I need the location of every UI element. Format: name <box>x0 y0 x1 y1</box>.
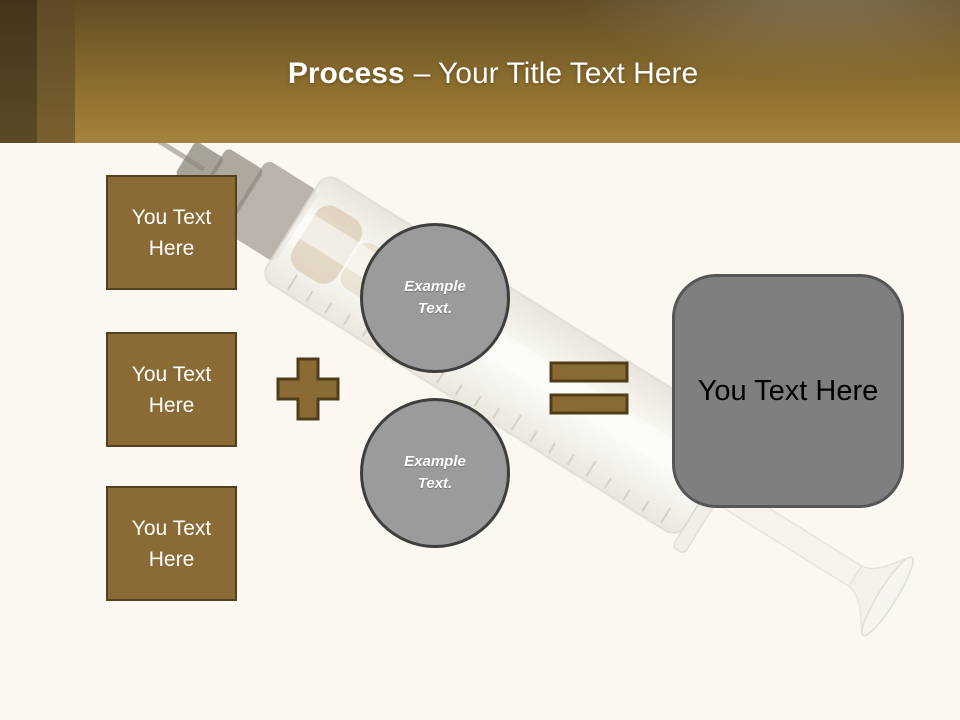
example-circle-2-label: Example Text. <box>404 453 466 492</box>
left-stripe-mid <box>37 0 75 143</box>
input-box-2: You Text Here <box>106 332 237 447</box>
input-box-1: You Text Here <box>106 175 237 290</box>
example-circle-2: Example Text. <box>360 398 510 548</box>
plus-icon <box>276 357 340 421</box>
title-topic: Process <box>287 57 405 90</box>
example-circle-1-label: Example Text. <box>404 278 466 317</box>
title-placeholder: – Your Title Text Here <box>413 57 699 90</box>
equals-icon <box>549 361 629 415</box>
slide-title: Process– Your Title Text Here <box>0 58 960 90</box>
left-stripe-dark <box>0 0 37 143</box>
input-box-2-label: You Text Here <box>131 362 212 417</box>
input-box-1-label: You Text Here <box>131 205 212 260</box>
example-circle-1: Example Text. <box>360 223 510 373</box>
result-box: You Text Here <box>672 274 904 508</box>
result-box-label: You Text Here <box>697 374 879 407</box>
input-box-3-label: You Text Here <box>131 516 212 571</box>
title-bar <box>0 0 960 143</box>
input-box-3: You Text Here <box>106 486 237 601</box>
